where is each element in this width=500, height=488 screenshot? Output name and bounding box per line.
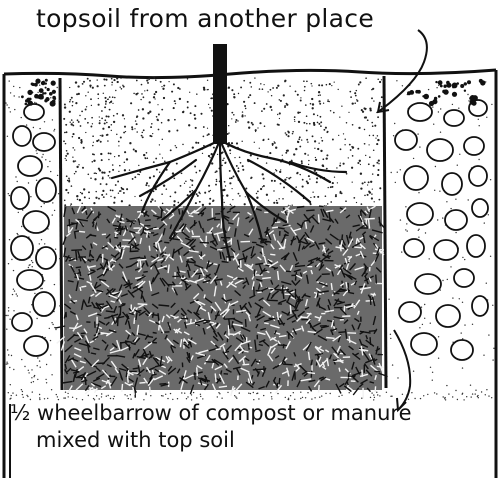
compost-label: ½ wheelbarrow of compost or manure mixed…	[10, 400, 496, 454]
compost-layer	[55, 206, 387, 398]
topsoil-label: topsoil from another place	[36, 4, 456, 33]
compost-label-line-1: ½ wheelbarrow of compost or manure	[10, 400, 496, 427]
compost-label-line-2: mixed with top soil	[10, 427, 496, 454]
arrow-to-compost	[394, 330, 410, 410]
tree-trunk	[213, 44, 227, 144]
